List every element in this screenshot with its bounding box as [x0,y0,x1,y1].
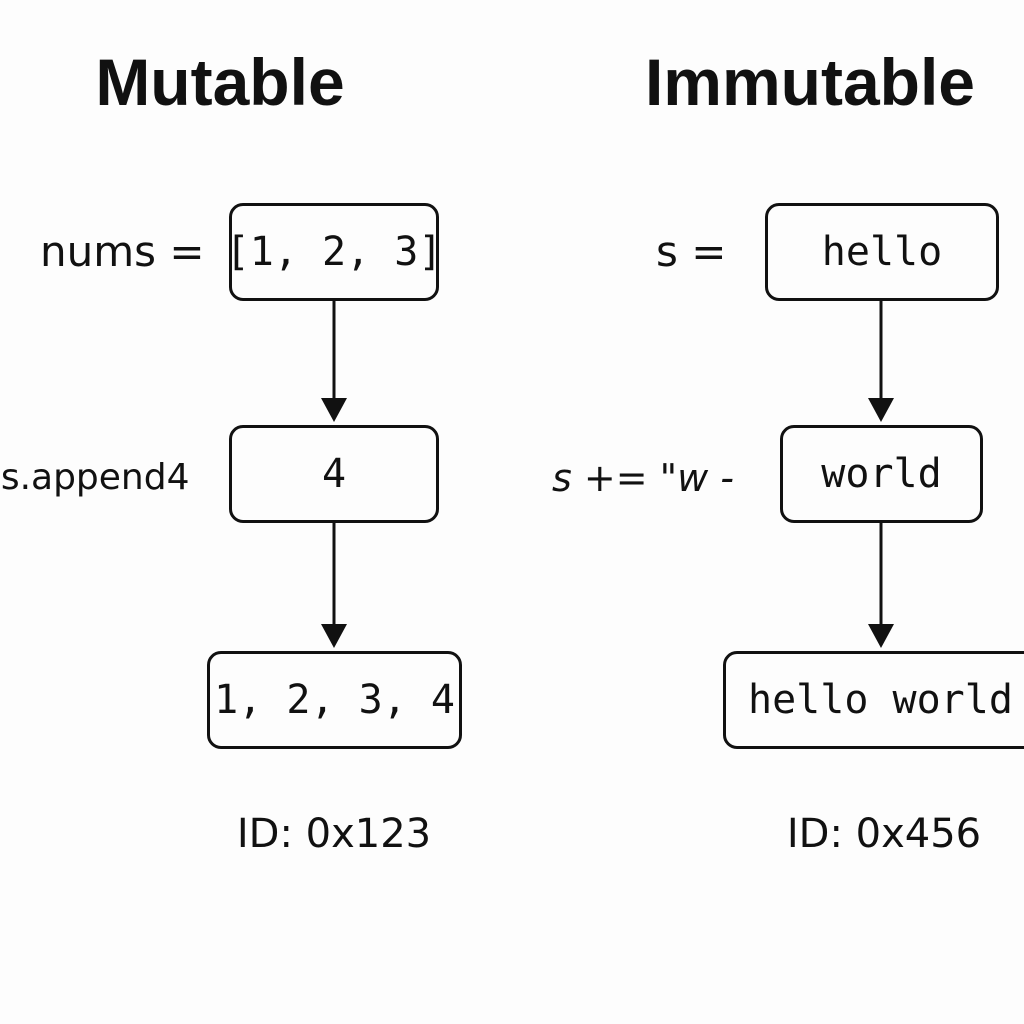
arrowhead-mutable-2 [321,624,347,648]
immutable-result-value: hello world [748,677,1013,723]
immutable-assign-label: s = [656,227,727,276]
mutable-initial-value: [1, 2, 3] [225,229,443,275]
arrowhead-mutable-1 [321,398,347,422]
arrowhead-immutable-2 [868,624,894,648]
mutable-id-label: ID: 0x123 [236,811,432,857]
mutable-op-box: 4 [229,425,439,523]
mutable-result-box: 1, 2, 3, 4 [207,651,462,749]
immutable-op-label: s += "w - [552,456,734,500]
mutable-heading: Mutable [95,45,345,119]
mutable-op-label: ns.append4 [0,457,190,498]
mutable-initial-box: [1, 2, 3] [226,203,442,301]
immutable-op-value: world [821,451,942,497]
immutable-op-box: world [780,425,983,523]
immutable-id-label: ID: 0x456 [786,811,982,857]
immutable-heading: Immutable [644,45,976,119]
immutable-initial-box: hello [765,203,999,301]
immutable-initial-value: hello [821,229,943,275]
mutable-op-value: 4 [321,451,347,497]
mutable-assign-label: nums = [40,227,205,276]
arrowhead-immutable-1 [868,398,894,422]
mutable-result-value: 1, 2, 3, 4 [214,677,455,723]
immutable-result-box: hello world [723,651,1024,749]
